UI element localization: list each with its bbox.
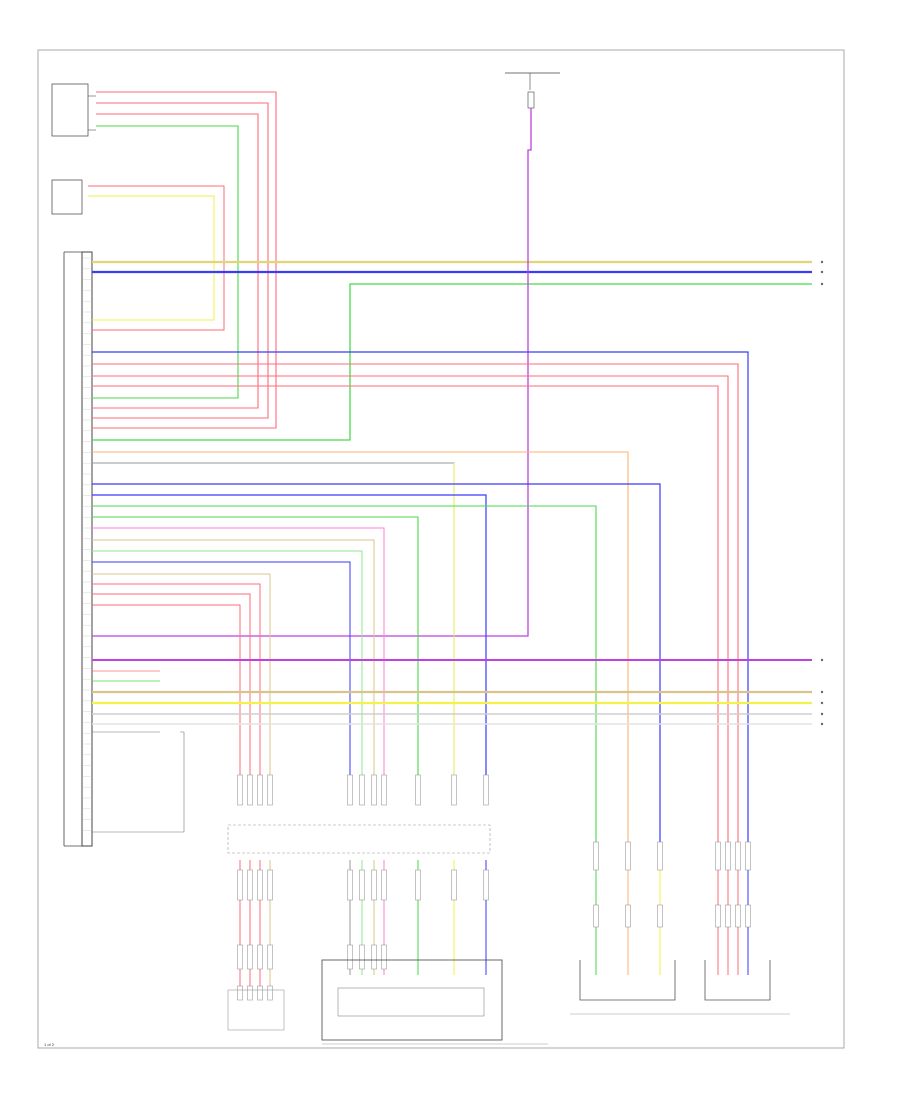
connector-pin-upper xyxy=(371,774,377,806)
footer-code: 1 of 2 xyxy=(44,1042,55,1047)
connector-pin-lower xyxy=(483,869,489,901)
connector-pin-lower xyxy=(371,869,377,901)
connector-pin-upper xyxy=(381,774,387,806)
connector-pin-module xyxy=(347,944,353,970)
wire-switch-yellow xyxy=(88,195,215,321)
body-control-module xyxy=(63,251,93,847)
connector-pin-lower xyxy=(715,904,721,928)
wire-red-low-1 xyxy=(92,583,261,790)
wire-right-red-3 xyxy=(92,385,719,860)
terminal-marker xyxy=(820,690,824,694)
wire-blue-2 xyxy=(92,494,487,790)
wire-green-mid xyxy=(92,505,597,860)
connector-pin-module xyxy=(257,944,263,970)
connector-pin-lower xyxy=(247,869,253,901)
connector-pin-terminal xyxy=(237,985,243,1001)
terminal-marker xyxy=(820,712,824,716)
connector-pin-module xyxy=(237,944,243,970)
wire-harness xyxy=(82,91,824,1001)
top-left-connector xyxy=(51,83,96,137)
wire-green-2 xyxy=(92,516,419,790)
connector-pin-lower xyxy=(381,869,387,901)
wire-tan xyxy=(92,539,375,790)
wire-tan-2 xyxy=(92,573,271,790)
connector-pin-lower xyxy=(735,904,741,928)
wire-blue-mid xyxy=(92,483,661,860)
headlamp-switch xyxy=(51,179,83,215)
wire-grey-1 xyxy=(92,462,455,790)
connector-pin-module xyxy=(381,944,387,970)
wire-red-top-2 xyxy=(92,102,269,419)
connector-pin-upper xyxy=(625,841,631,871)
connector-pin-terminal xyxy=(267,985,273,1001)
connector-pin-upper xyxy=(483,774,489,806)
connector-pin-module xyxy=(247,944,253,970)
wire-right-blue xyxy=(92,351,749,860)
connector-pin-lower xyxy=(415,869,421,901)
connector-pin-lower xyxy=(267,869,273,901)
connector-pin-upper xyxy=(657,841,663,871)
terminal-marker xyxy=(820,658,824,662)
connector-pin-lower xyxy=(725,904,731,928)
connector-pin-lower xyxy=(257,869,263,901)
connector-pin-upper xyxy=(267,774,273,806)
connector-pin-upper xyxy=(359,774,365,806)
connector-pin-lower xyxy=(625,904,631,928)
connector-pin-upper xyxy=(415,774,421,806)
terminal-marker xyxy=(820,701,824,705)
connector-pin-lower xyxy=(237,869,243,901)
connector-pin-upper xyxy=(745,841,751,871)
left-headlamp-module xyxy=(321,959,548,1045)
wire-bus-green xyxy=(92,283,812,441)
connector-pin-terminal xyxy=(247,985,253,1001)
connector-pin-module xyxy=(371,944,377,970)
wire-red-top-1 xyxy=(92,91,277,429)
connector-pin-upper xyxy=(735,841,741,871)
wire-fuse-violet xyxy=(92,108,532,637)
left-headlamp-assembly xyxy=(227,989,285,1031)
wire-blue-3 xyxy=(92,561,351,790)
connector-pin-lower xyxy=(745,904,751,928)
connector-pin-terminal xyxy=(257,985,263,1001)
fuse-block xyxy=(505,72,560,109)
c-connector-row xyxy=(227,824,491,854)
terminal-marker xyxy=(820,722,824,726)
wire-ground-return xyxy=(92,731,185,833)
connector-pin-lower xyxy=(347,869,353,901)
wire-lightgreen xyxy=(92,550,363,790)
connector-pin-module xyxy=(359,944,365,970)
terminal-marker xyxy=(820,270,824,274)
wire-right-red-2 xyxy=(92,375,729,860)
wire-red-low-3 xyxy=(92,604,241,790)
connector-pin-upper xyxy=(715,841,721,871)
connector-pin-upper xyxy=(725,841,731,871)
terminal-marker xyxy=(820,260,824,264)
diagram-border xyxy=(37,49,845,1049)
connector-pin-lower xyxy=(657,904,663,928)
connector-pin-lower xyxy=(359,869,365,901)
wire-right-red-1 xyxy=(92,363,739,860)
connector-pin-lower xyxy=(593,904,599,928)
right-headlamp-module xyxy=(570,960,790,1015)
connector-pin-upper xyxy=(347,774,353,806)
connector-pin-upper xyxy=(237,774,243,806)
wire-switch-red xyxy=(88,185,225,331)
connector-pin-upper xyxy=(257,774,263,806)
terminal-marker xyxy=(820,282,824,286)
connector-pin-lower xyxy=(451,869,457,901)
connector-pin-upper xyxy=(451,774,457,806)
connector-pin-module xyxy=(267,944,273,970)
connector-pin-upper xyxy=(593,841,599,871)
connector-pin-upper xyxy=(247,774,253,806)
